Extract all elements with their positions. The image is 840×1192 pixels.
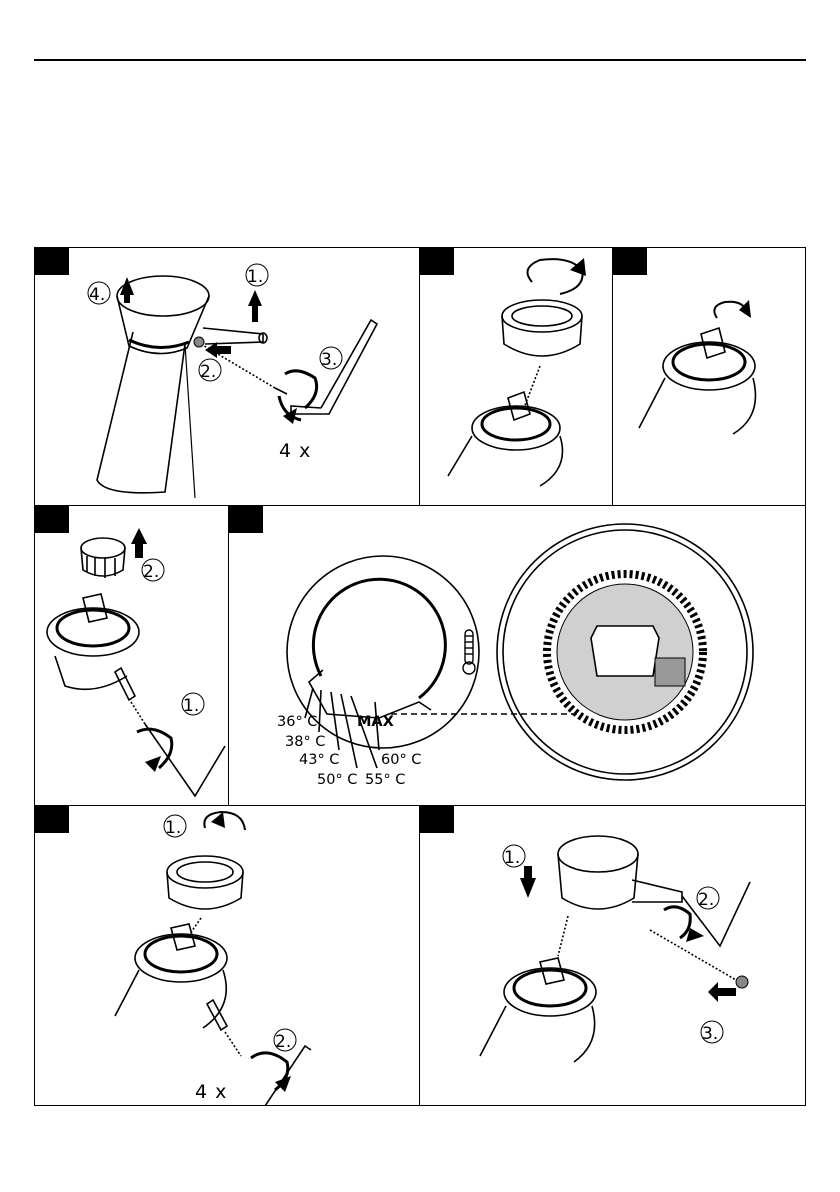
step-panel-3 <box>612 247 806 506</box>
step-number: 1. <box>504 848 520 868</box>
reassembly-illustration-b: 1. 2. 3. <box>420 806 806 1106</box>
temperature-label: 60° C <box>381 752 421 768</box>
max-marking: MAX <box>357 714 394 730</box>
step-panel-4: 2. 1. <box>34 505 229 806</box>
step-number: 1. <box>247 267 263 287</box>
step-number: 3. <box>702 1024 718 1044</box>
temperature-limit-illustration: MAX 36° C 38° C 43° C 50° C 55° C 60° C <box>229 506 806 806</box>
step-number: 2. <box>698 890 714 910</box>
left-arrow-icon <box>708 982 736 1002</box>
temperature-label: 55° C <box>365 772 405 788</box>
step-panel-7: 1. 2. 3. <box>419 805 806 1106</box>
temperature-label: 50° C <box>317 772 357 788</box>
cover-removal-illustration <box>420 248 613 506</box>
step-number: 2. <box>275 1032 291 1052</box>
up-arrow-icon <box>248 290 262 322</box>
step-number: 4. <box>89 285 105 305</box>
reassembly-illustration-a: 1. 2. 4 x <box>35 806 420 1106</box>
repeat-count: 4 x <box>195 1081 227 1103</box>
up-arrow-icon <box>131 528 147 558</box>
step-panel-1: 4. 1. 2. 3. 4 x <box>34 247 420 506</box>
temperature-label: 43° C <box>299 752 339 768</box>
ring-removal-illustration: 2. 1. <box>35 506 229 806</box>
step-number: 1. <box>183 696 199 716</box>
rotate-arrow-icon <box>145 756 161 772</box>
down-arrow-icon <box>520 866 536 898</box>
thermometer-icon <box>463 630 475 674</box>
repeat-count: 4 x <box>279 440 311 462</box>
step-number: 1. <box>165 818 181 838</box>
faucet-removal-illustration: 4. 1. 2. 3. 4 x <box>35 248 420 506</box>
temperature-label: 38° C <box>285 734 325 750</box>
step-panel-6: 1. 2. 4 x <box>34 805 420 1106</box>
nut-removal-illustration <box>613 248 806 506</box>
step-number: 3. <box>321 350 337 370</box>
step-panel-5: MAX 36° C 38° C 43° C 50° C 55° C 60° C <box>228 505 806 806</box>
step-panel-2 <box>419 247 613 506</box>
rotate-arrow-icon <box>570 258 586 276</box>
temperature-label: 36° C <box>277 714 317 730</box>
step-number: 2. <box>143 562 159 582</box>
rotate-arrow-icon <box>739 300 751 318</box>
step-number: 2. <box>200 362 216 382</box>
header-rule <box>34 59 806 61</box>
